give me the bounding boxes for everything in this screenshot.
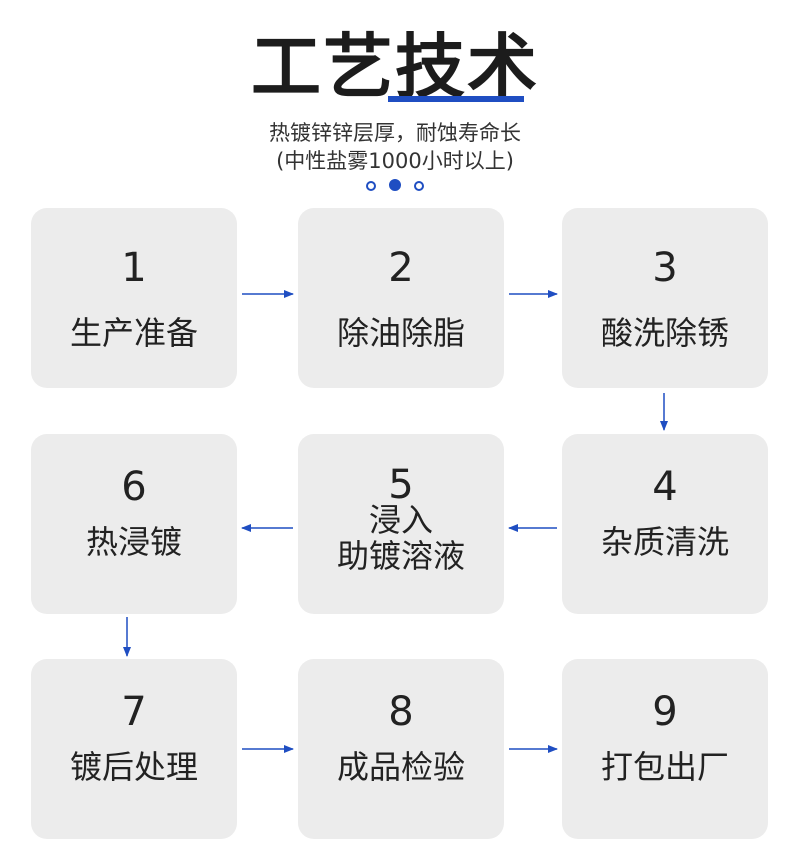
step-number: 3	[652, 245, 678, 291]
title-underline	[388, 96, 524, 102]
step-number: 6	[121, 464, 147, 510]
step-label: 生产准备	[69, 314, 198, 352]
step-box-9: 9 打包出厂	[562, 659, 768, 839]
carousel-dot-1[interactable]	[365, 181, 376, 191]
step-number: 1	[121, 245, 147, 291]
step-label: 浸入 助镀溶液	[298, 502, 504, 574]
carousel-dots	[0, 176, 790, 195]
step-label: 打包出厂	[600, 748, 729, 786]
step-label: 酸洗除锈	[600, 314, 729, 352]
step-number: 8	[388, 689, 414, 735]
step-box-6: 6 热浸镀	[31, 434, 237, 614]
step-number: 9	[652, 689, 678, 735]
step-box-5: 5 浸入 助镀溶液	[298, 434, 504, 614]
page-title: 工艺技术	[251, 26, 539, 108]
step-box-3: 3 酸洗除锈	[562, 208, 768, 388]
carousel-dot-2[interactable]	[389, 179, 401, 191]
step-box-1: 1 生产准备	[31, 208, 237, 388]
subtitle-line-1: 热镀锌锌层厚，耐蚀寿命长	[269, 121, 521, 145]
step-label-line-2: 助镀溶液	[336, 537, 465, 575]
step-number: 2	[388, 245, 414, 291]
subtitle-line-2: (中性盐雾1000小时以上)	[276, 149, 514, 173]
step-label: 热浸镀	[85, 523, 182, 561]
step-label: 镀后处理	[69, 748, 198, 786]
step-number: 5	[388, 462, 414, 508]
step-number: 4	[652, 464, 678, 510]
step-label: 成品检验	[336, 748, 465, 786]
step-box-7: 7 镀后处理	[31, 659, 237, 839]
step-label-line-1: 浸入	[368, 501, 433, 539]
step-label: 杂质清洗	[600, 523, 729, 561]
carousel-dot-3[interactable]	[414, 181, 425, 191]
step-box-4: 4 杂质清洗	[562, 434, 768, 614]
step-box-8: 8 成品检验	[298, 659, 504, 839]
step-label: 除油除脂	[336, 314, 465, 352]
step-number: 7	[121, 689, 147, 735]
step-box-2: 2 除油除脂	[298, 208, 504, 388]
